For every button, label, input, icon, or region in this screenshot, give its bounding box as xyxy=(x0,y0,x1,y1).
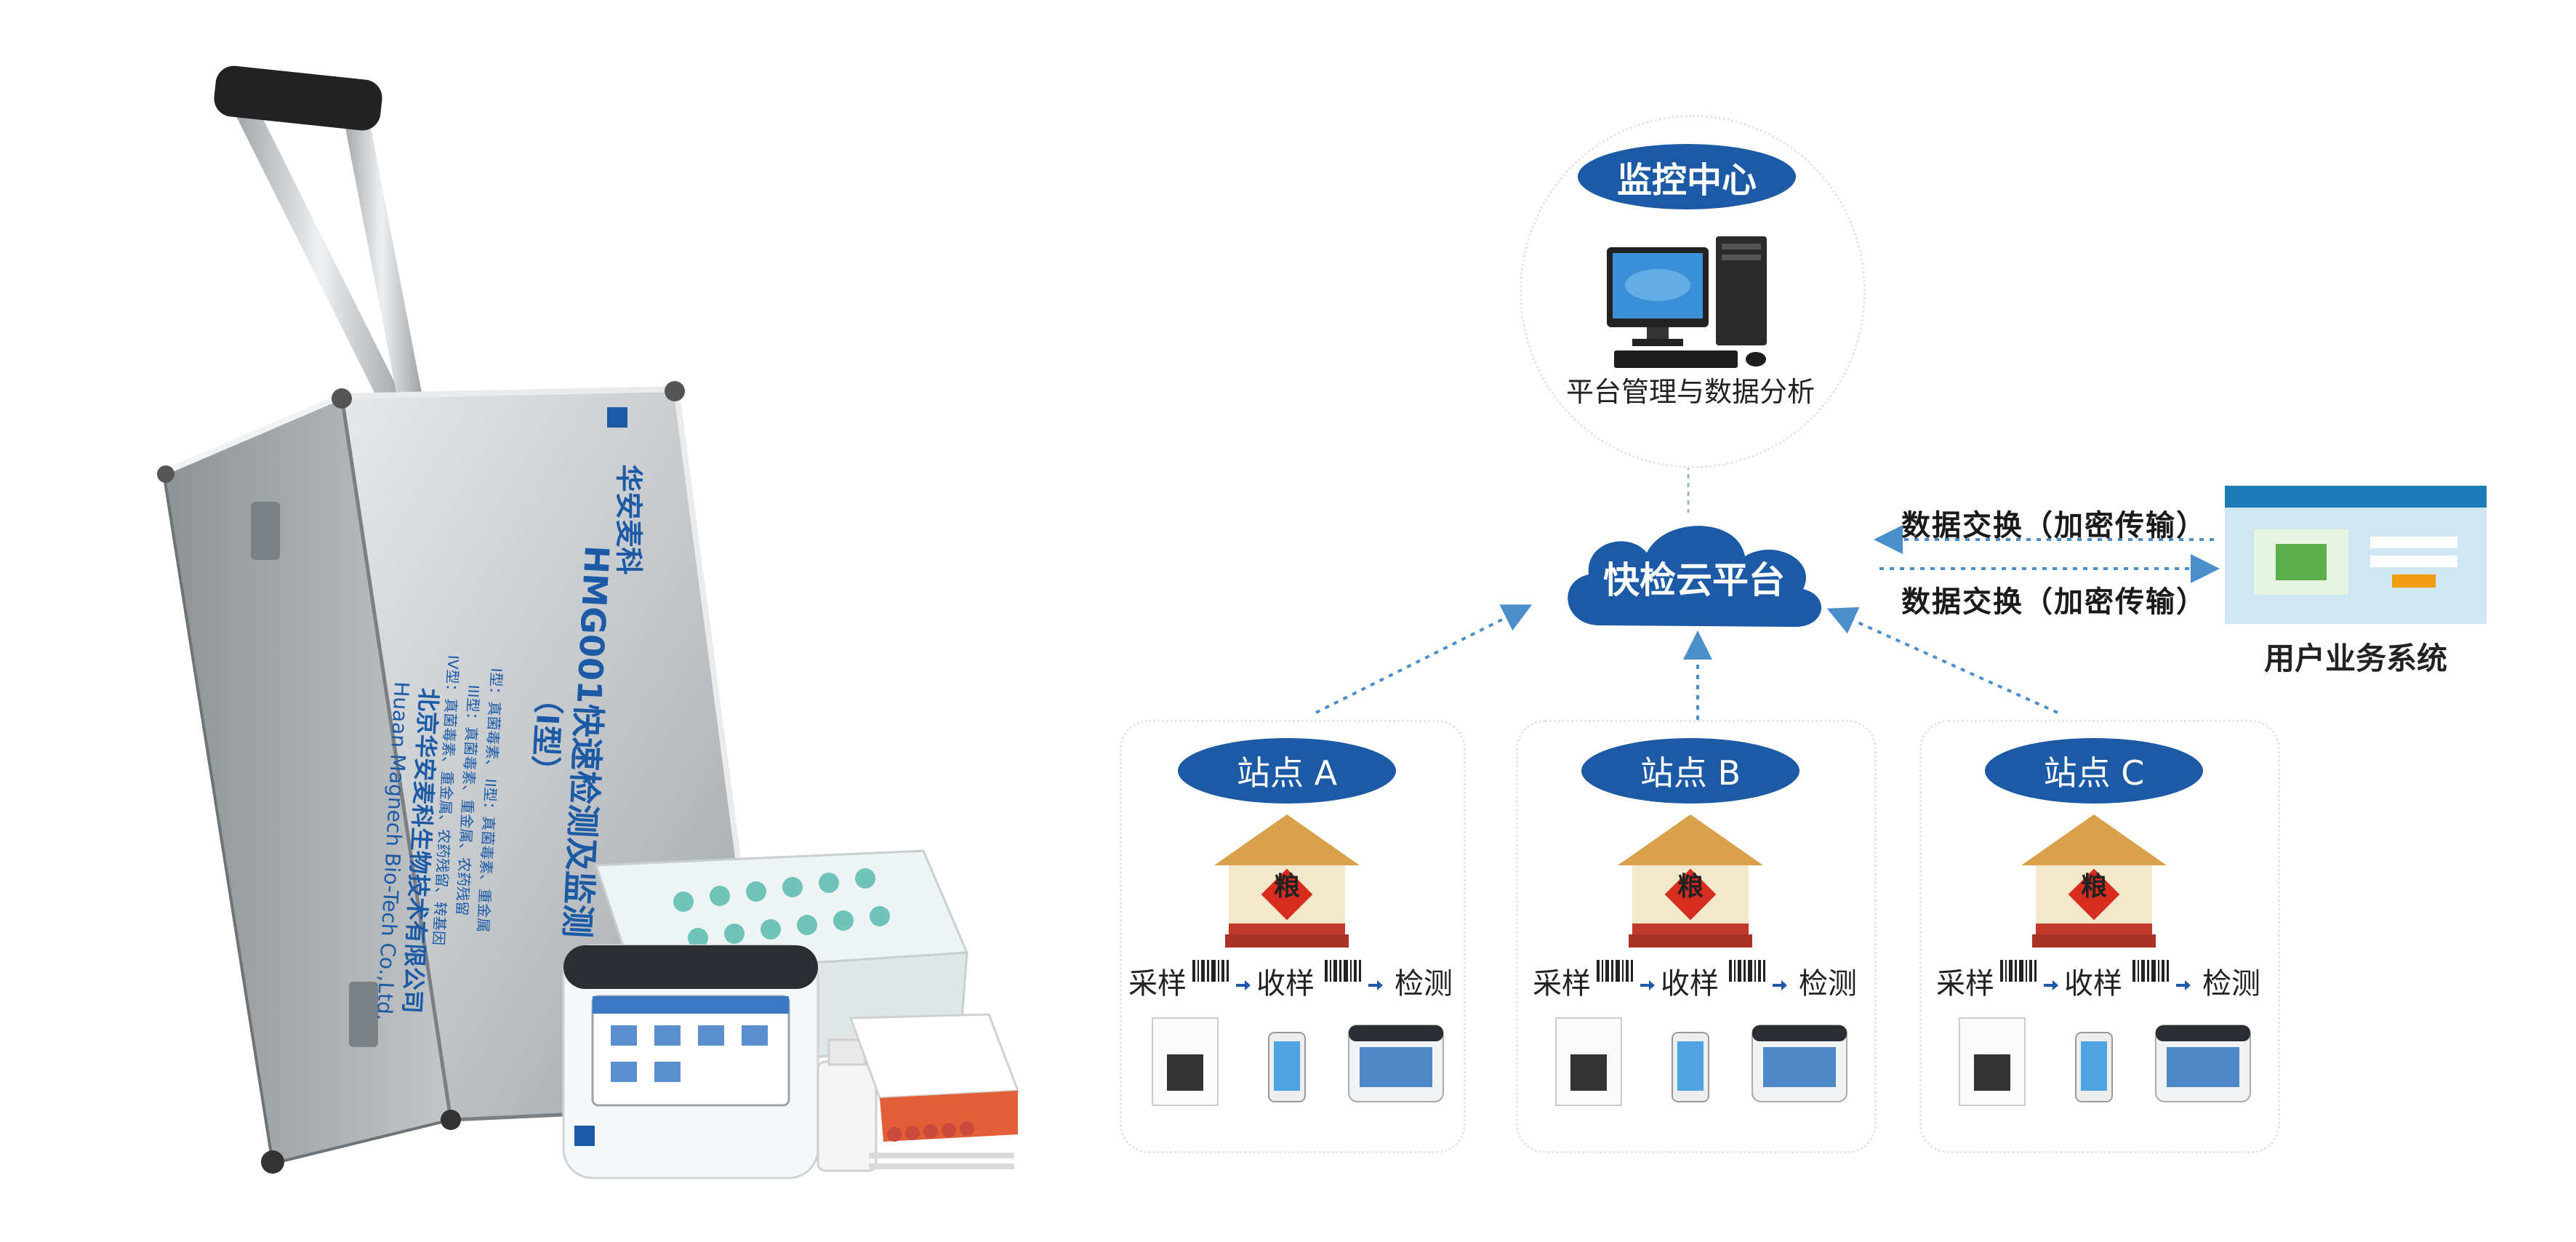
data-exchange-label-1: 数据交换（加密传输） xyxy=(1901,509,2207,542)
reagent-kit xyxy=(816,1013,1020,1172)
station-devices xyxy=(1152,1017,1444,1106)
station-devices xyxy=(1959,1017,2251,1106)
trolley-handle xyxy=(214,65,422,407)
step-sampling: 采样 xyxy=(1533,967,1591,1001)
station-a-title: 站点 A xyxy=(1178,738,1396,804)
data-exchange-label-2: 数据交换（加密传输） xyxy=(1901,585,2207,619)
step-testing: 检测 xyxy=(1395,967,1453,1001)
user-system-screenshot xyxy=(2225,486,2487,624)
granary-char: 粮 xyxy=(1677,872,1704,902)
brand-logo-icon xyxy=(607,407,627,428)
desktop-computer-icon xyxy=(1607,236,1767,368)
detection-device xyxy=(562,944,819,1179)
station-b-title: 站点 B xyxy=(1581,738,1799,804)
user-system-label: 用户业务系统 xyxy=(2263,641,2447,676)
step-sampling: 采样 xyxy=(1128,967,1187,1001)
station-devices xyxy=(1555,1017,1847,1106)
barcode-flow-icons xyxy=(1192,960,1383,990)
step-testing: 检测 xyxy=(1799,967,1857,1001)
granary-icon xyxy=(2021,814,2167,947)
monitor-center-title: 监控中心 xyxy=(1578,144,1796,209)
step-sampling: 采样 xyxy=(1936,967,1994,1001)
product-photo xyxy=(157,65,1020,1179)
station-c-title: 站点 C xyxy=(1985,738,2203,804)
arrow-station-c-cloud xyxy=(1826,606,2058,714)
step-testing: 检测 xyxy=(2202,967,2260,1001)
granary-char: 粮 xyxy=(1273,872,1300,902)
step-receiving: 收样 xyxy=(1256,967,1315,1001)
cloud-platform-label: 快检云平台 xyxy=(1603,559,1785,601)
arrow-station-a-cloud xyxy=(1315,604,1533,714)
granary-icon xyxy=(1214,814,1360,947)
step-receiving: 收样 xyxy=(2064,967,2122,1001)
cloud-icon xyxy=(1568,526,1822,628)
granary-char: 粮 xyxy=(2080,872,2107,902)
carrying-case xyxy=(157,381,774,1174)
monitor-center-caption: 平台管理与数据分析 xyxy=(1565,376,1815,408)
granary-icon xyxy=(1618,814,1763,947)
step-receiving: 收样 xyxy=(1661,967,1719,1001)
barcode-flow-icons xyxy=(2000,960,2191,990)
barcode-flow-icons xyxy=(1597,960,1787,990)
